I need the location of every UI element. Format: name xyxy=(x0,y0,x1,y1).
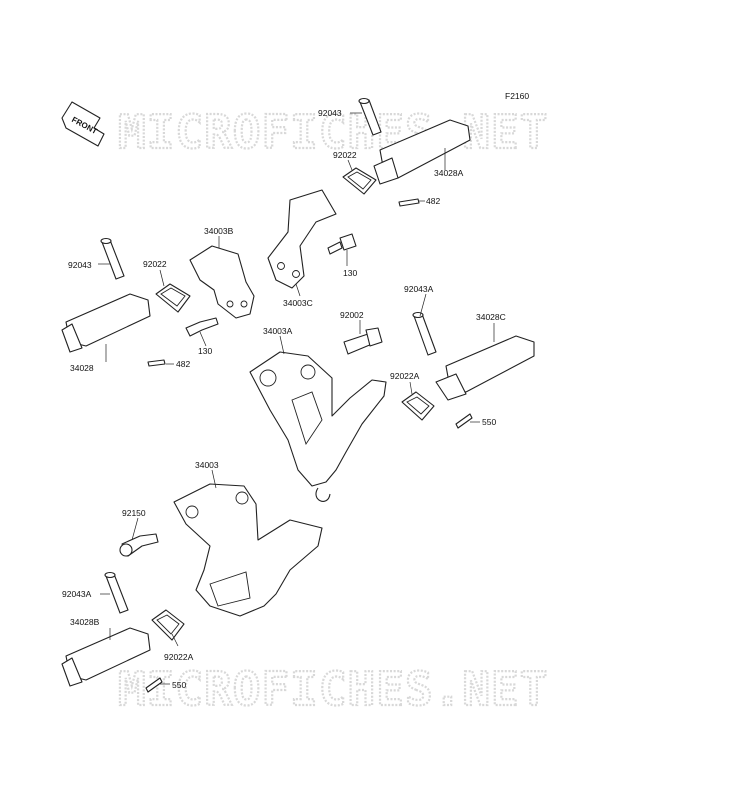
label-34028B[interactable]: 34028B xyxy=(70,617,100,627)
label-482-top[interactable]: 482 xyxy=(426,196,440,206)
part-labels: 92043 92022 34028A 482 34003B 130 34003C… xyxy=(62,108,506,690)
washer-92022A-left xyxy=(151,609,185,641)
bolt-92150 xyxy=(119,533,159,557)
washer-92022A-right xyxy=(401,391,435,421)
label-92022A-right[interactable]: 92022A xyxy=(390,371,420,381)
pin-92043-left xyxy=(100,237,125,280)
label-130-left[interactable]: 130 xyxy=(198,346,212,356)
label-34028[interactable]: 34028 xyxy=(70,363,94,373)
label-92043A-right[interactable]: 92043A xyxy=(404,284,434,294)
plate-34003A xyxy=(249,351,387,502)
label-34003C[interactable]: 34003C xyxy=(283,298,313,308)
label-92043-left[interactable]: 92043 xyxy=(68,260,92,270)
label-92150[interactable]: 92150 xyxy=(122,508,146,518)
bracket-34003C xyxy=(267,189,337,289)
front-arrow-icon: FRONT xyxy=(61,101,105,147)
pin-92043A-right xyxy=(412,311,437,356)
footpeg-34028B xyxy=(61,627,151,687)
footpeg-34028 xyxy=(61,293,151,353)
diagram-code: F2160 xyxy=(505,91,529,101)
clip-482-top xyxy=(398,198,420,207)
watermark-bottom: MICROFICHES.NET xyxy=(118,662,548,716)
bolt-92002 xyxy=(343,327,383,355)
label-34003A[interactable]: 34003A xyxy=(263,326,293,336)
pin-92043-top xyxy=(358,97,382,136)
clip-550-left xyxy=(145,677,163,693)
label-92022-top[interactable]: 92022 xyxy=(333,150,357,160)
label-130-right[interactable]: 130 xyxy=(343,268,357,278)
label-482-left[interactable]: 482 xyxy=(176,359,190,369)
label-34003[interactable]: 34003 xyxy=(195,460,219,470)
label-92002[interactable]: 92002 xyxy=(340,310,364,320)
washer-92022-left xyxy=(155,283,191,313)
label-92022-left[interactable]: 92022 xyxy=(143,259,167,269)
plate-34003 xyxy=(173,483,323,617)
pin-92043A-left xyxy=(104,571,129,614)
bracket-34003B xyxy=(189,245,255,319)
footpeg-34028A xyxy=(373,119,471,185)
label-550-left[interactable]: 550 xyxy=(172,680,186,690)
bolt-130-right xyxy=(327,233,357,255)
clip-482-left xyxy=(147,359,166,367)
leader-lines xyxy=(98,112,495,685)
label-34003B[interactable]: 34003B xyxy=(204,226,234,236)
watermark-top: MICROFICHES.NET xyxy=(118,105,548,159)
washer-92022-top xyxy=(342,167,377,195)
bolt-130-left xyxy=(185,317,219,337)
label-34028C[interactable]: 34028C xyxy=(476,312,506,322)
label-92022A-left[interactable]: 92022A xyxy=(164,652,194,662)
footpeg-34028C xyxy=(435,335,535,401)
label-34028A[interactable]: 34028A xyxy=(434,168,464,178)
label-550-right[interactable]: 550 xyxy=(482,417,496,427)
label-92043A-left[interactable]: 92043A xyxy=(62,589,92,599)
clip-550-right xyxy=(455,413,473,429)
label-92043-top[interactable]: 92043 xyxy=(318,108,342,118)
